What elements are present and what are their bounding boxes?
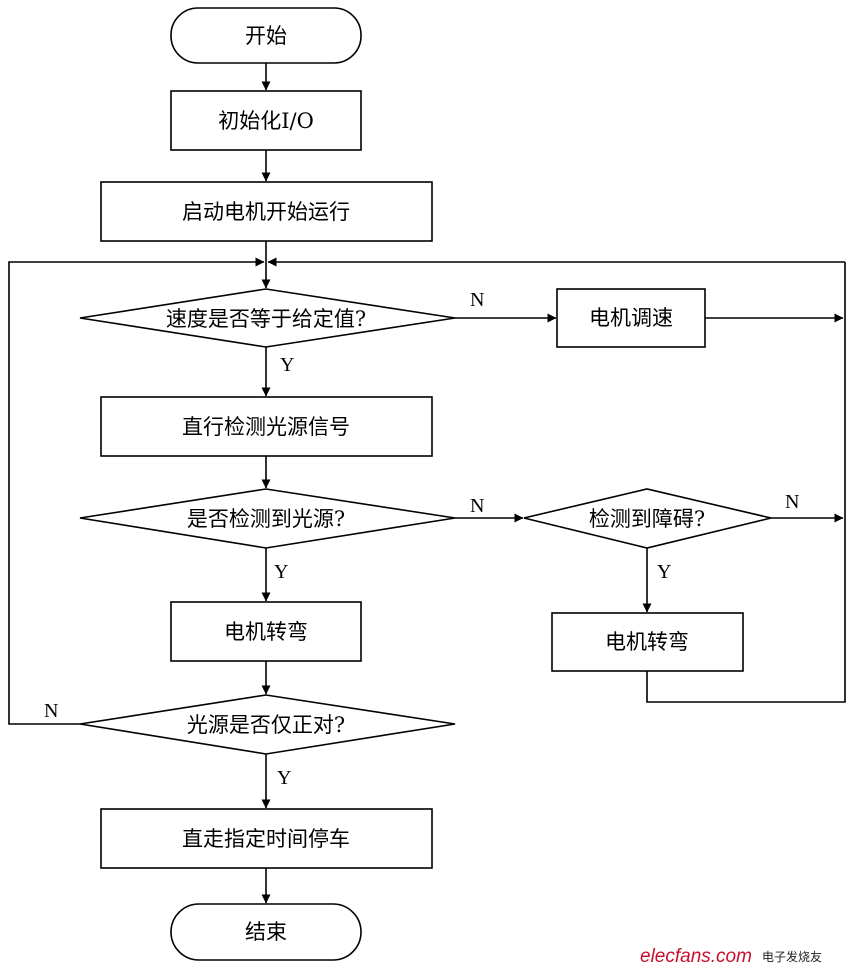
- end-label: 结束: [245, 920, 287, 944]
- speed-yes-label: Y: [280, 354, 294, 376]
- arrow-turn-right-return: [646, 262, 846, 703]
- light-no-label: N: [470, 495, 484, 517]
- end-terminal: [170, 903, 362, 961]
- detect-light-box: [100, 396, 433, 457]
- motor-turn-right-label: 电机转弯: [605, 630, 689, 654]
- watermark-site: elecfans.com: [640, 946, 752, 967]
- motor-speed-adjust-box: [556, 288, 706, 348]
- speed-check-diamond: [79, 288, 456, 348]
- speed-check-label: 速度是否等于给定值?: [166, 307, 366, 331]
- facing-yes-label: Y: [277, 767, 291, 789]
- init-io-box: [170, 90, 362, 151]
- speed-no-label: N: [470, 289, 484, 311]
- motor-speed-adjust-label: 电机调速: [589, 306, 673, 330]
- arrow-facing-no-loop: [8, 257, 265, 725]
- obstacle-diamond: [523, 488, 772, 549]
- motor-turn-left-box: [170, 601, 362, 662]
- facing-no-label: N: [44, 700, 58, 722]
- light-facing-diamond: [79, 694, 456, 755]
- obstacle-no-label: N: [785, 491, 799, 513]
- init-io-label: 初始化I/O: [218, 109, 314, 133]
- watermark-tagline: 电子发烧友: [762, 949, 822, 964]
- light-detected-label: 是否检测到光源?: [187, 507, 345, 531]
- start-label: 开始: [245, 24, 287, 48]
- start-motor-box: [100, 181, 433, 242]
- straight-timed-stop-box: [100, 808, 433, 869]
- straight-timed-stop-label: 直走指定时间停车: [182, 827, 350, 851]
- light-yes-label: Y: [274, 561, 288, 583]
- light-detected-diamond: [79, 488, 456, 549]
- obstacle-yes-label: Y: [657, 561, 671, 583]
- obstacle-label: 检测到障碍?: [589, 507, 705, 531]
- start-terminal: [170, 7, 362, 64]
- light-facing-label: 光源是否仅正对?: [187, 713, 345, 737]
- start-motor-label: 启动电机开始运行: [182, 200, 350, 224]
- motor-turn-left-label: 电机转弯: [224, 620, 308, 644]
- detect-light-label: 直行检测光源信号: [182, 415, 350, 439]
- motor-turn-right-box: [551, 612, 744, 672]
